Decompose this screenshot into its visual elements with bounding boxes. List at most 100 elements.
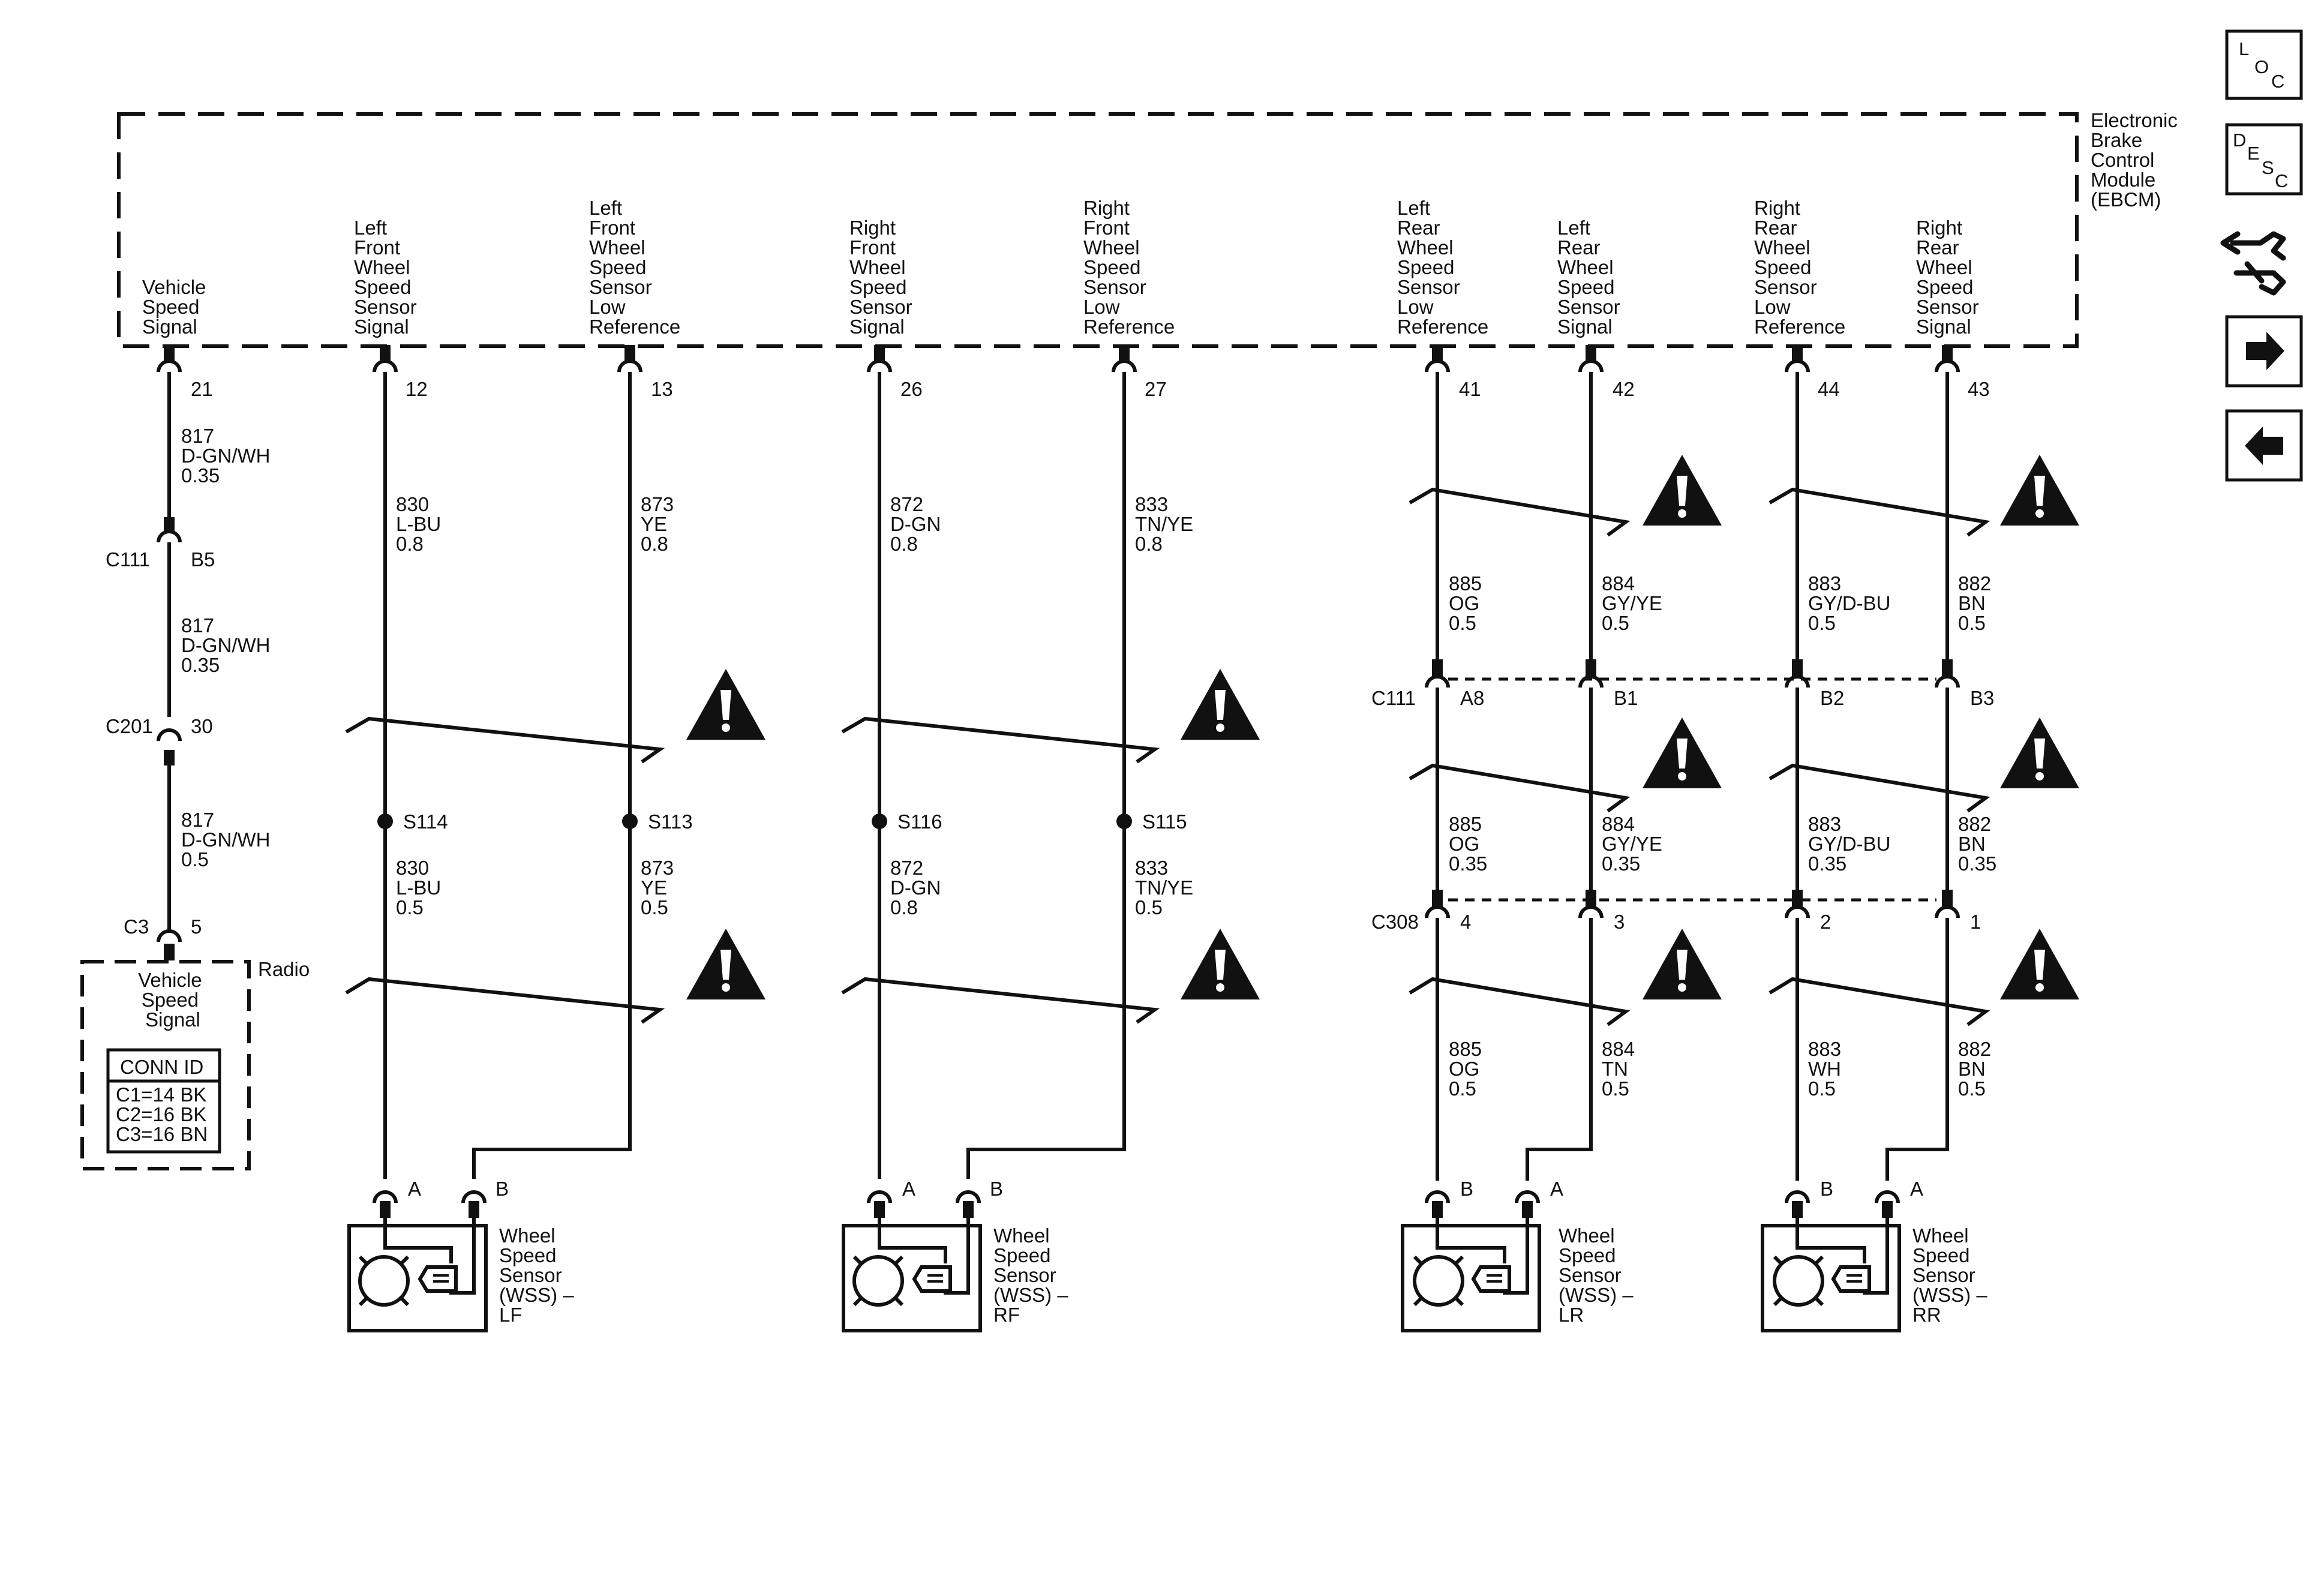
radio-conn-id-table [106, 1048, 221, 1154]
sensor-rr-pin-b: B [1820, 1178, 1833, 1200]
pin-number: 44 [1818, 378, 1840, 400]
warning-triangle-icon[interactable] [2000, 929, 2079, 999]
loc-icon[interactable]: L O C [2225, 29, 2303, 100]
ebcm-pin-terminals [157, 345, 1960, 373]
pin-terminal [867, 345, 892, 373]
warning-triangle-icon[interactable] [686, 669, 765, 740]
ebcm-module-box [117, 112, 2079, 348]
sensor-rf-pin-b: B [990, 1178, 1003, 1200]
connector-c111-rear-pin: A8 [1460, 687, 1484, 709]
pin-number: 43 [1968, 378, 1990, 400]
sensor-lf-pin-b: B [496, 1178, 509, 1200]
pin-numbers: 21 12 13 26 27 41 42 44 43 [191, 378, 1990, 400]
rear-wiring [1409, 372, 1990, 1181]
splice-label-s116: S116 [897, 810, 942, 833]
arrow-right-icon[interactable] [2225, 315, 2303, 388]
sensor-rr-pin-a: A [1910, 1178, 1923, 1200]
pin-terminal [1785, 345, 1810, 373]
pin-number: 13 [651, 378, 673, 400]
splice-dot [377, 813, 393, 829]
connector-c3-label: C3 [124, 915, 149, 938]
radio-module-box [80, 960, 251, 1170]
svg-text:S: S [2262, 157, 2274, 178]
connector-c308-pin: 4 [1460, 911, 1471, 933]
warning-triangle-icon[interactable] [1643, 455, 1722, 526]
desc-icon[interactable]: D E S C [2225, 123, 2303, 196]
vehicle-speed-circuit [157, 372, 182, 960]
ebcm-module-name: Electronic Brake Control Module (EBCM) [2091, 109, 2183, 211]
connector-c3-pin: 5 [191, 915, 202, 938]
splice-points [377, 813, 1132, 829]
warning-triangle-icon[interactable] [1643, 718, 1722, 788]
radio-conn-id-rows: C1=14 BK C2=16 BK C3=16 BN [116, 1083, 212, 1145]
wire-label-817-seg3: 817 D-GN/WH 0.5 [181, 809, 276, 870]
connector-c201-label: C201 [106, 715, 153, 737]
wheel-speed-sensor-lr [1401, 1190, 1541, 1332]
warning-triangle-icon[interactable] [686, 929, 765, 999]
pin-number: 41 [1459, 378, 1481, 400]
sidebar-nav: L O C D E S C [2220, 29, 2303, 482]
warning-triangle-icon[interactable] [2000, 718, 2079, 788]
sensor-lr-pin-a: A [1550, 1178, 1563, 1200]
splice-label-s115: S115 [1142, 810, 1187, 833]
connector-c308-pin: 1 [1970, 911, 1981, 933]
arrow-left-icon[interactable] [2225, 409, 2303, 482]
wheel-speed-sensor-rr [1761, 1190, 1901, 1332]
wheel-speed-sensor-rf [842, 1190, 982, 1332]
pin-terminal [617, 345, 642, 373]
warning-triangle-icon[interactable] [1181, 929, 1260, 999]
connector-c201-pin: 30 [191, 715, 213, 737]
svg-text:C: C [2271, 71, 2284, 92]
pin-number: 12 [406, 378, 428, 400]
pin-number: 26 [900, 378, 923, 400]
pin-number: 42 [1613, 378, 1635, 400]
connector-c111-rear-pin: B2 [1820, 687, 1844, 709]
connector-c308-label: C308 [1371, 911, 1419, 933]
warning-triangle-icon[interactable] [1181, 669, 1260, 740]
pin-terminal [373, 345, 398, 373]
pin-terminal [1935, 345, 1960, 373]
sensor-rf-pin-a: A [902, 1178, 915, 1200]
splice-dot [872, 813, 887, 829]
splice-dot [1116, 813, 1132, 829]
wire-label-817-seg2: 817 D-GN/WH 0.35 [181, 614, 276, 676]
connector-c111-rear-pin: B1 [1614, 687, 1638, 709]
connector-c308-pin: 2 [1820, 911, 1831, 933]
warning-triangle-icon[interactable] [1643, 929, 1722, 999]
warning-triangle-icon[interactable] [2000, 455, 2079, 526]
splice-dot [622, 813, 638, 829]
connector-c111-label: C111 [106, 548, 150, 571]
wire-label-817-seg1: 817 D-GN/WH 0.35 [181, 425, 276, 487]
svg-text:D: D [2233, 130, 2246, 151]
sensor-lf-pin-a: A [408, 1178, 421, 1200]
connector-wrench-icon[interactable] [2220, 231, 2286, 296]
svg-text:O: O [2254, 56, 2269, 77]
svg-text:E: E [2247, 143, 2260, 164]
splice-label-s114: S114 [403, 810, 448, 833]
radio-signal-label: Vehicle Speed Signal [138, 969, 208, 1031]
